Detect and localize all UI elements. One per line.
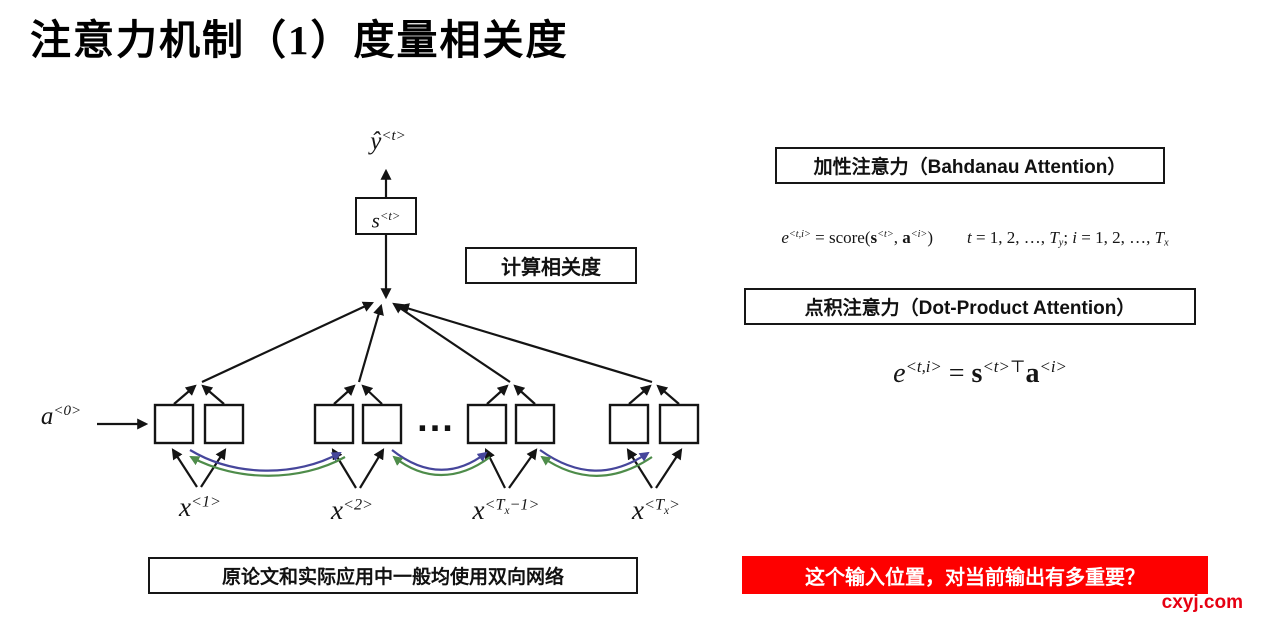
watermark: cxyj.com <box>1161 592 1243 613</box>
rnn-cell <box>153 403 195 445</box>
forward-arrow <box>189 449 342 472</box>
page-title: 注意力机制（1）度量相关度 <box>30 17 569 63</box>
state-box <box>355 197 417 235</box>
importance-question-box: 这个输入位置，对当前输出有多重要？ <box>742 556 1208 594</box>
x-input-label-3: x<Tx−1> <box>472 495 540 525</box>
backward-arrow <box>540 455 653 477</box>
attention-link <box>397 303 653 384</box>
rnn-cell <box>361 403 403 445</box>
rnn-cell <box>608 403 650 445</box>
backward-arrow <box>392 455 491 476</box>
a0-label: a<0> <box>40 403 82 430</box>
cell-output-arrow <box>628 384 652 405</box>
rnn-cell <box>658 403 700 445</box>
input-arrow <box>485 448 506 489</box>
output-label: ŷ<t> <box>370 128 406 155</box>
input-arrow <box>655 448 683 489</box>
state-label: s<t> <box>371 208 401 233</box>
cell-output-arrow <box>513 384 536 405</box>
rnn-cells <box>153 403 700 445</box>
attention-link <box>392 302 511 383</box>
x-input-label-1: x<1> <box>179 492 221 522</box>
rnn-cell <box>514 403 556 445</box>
cell-output-arrow <box>333 384 356 405</box>
attention-link <box>201 301 374 383</box>
dot-product-formula: e<t,i> = s<t>⊤a<i> <box>893 357 1067 390</box>
input-arrow <box>200 448 227 488</box>
input-arrow <box>626 448 653 489</box>
rnn-cell <box>466 403 508 445</box>
cell-output-arrow <box>201 384 225 405</box>
bidirectional-note-box: 原论文和实际应用中一般均使用双向网络 <box>148 557 638 594</box>
dot-product-attention-box: 点积注意力（Dot-Product Attention） <box>744 288 1196 325</box>
ellipsis: ... <box>417 398 455 440</box>
cell-output-arrow <box>173 384 197 405</box>
bidirectional-arrows <box>189 449 653 477</box>
input-arrow <box>171 448 198 488</box>
rnn-cell <box>313 403 355 445</box>
additive-attention-formula: e<t,i> = score(s<t>, a<i>)t = 1, 2, …, T… <box>781 228 1169 249</box>
backward-arrow <box>189 456 346 477</box>
input-arrow <box>359 448 385 489</box>
input-arrow <box>508 448 538 489</box>
cell-output-arrow <box>656 384 680 405</box>
rnn-cell <box>203 403 245 445</box>
forward-arrow <box>539 449 650 472</box>
cell-output-arrow <box>361 384 383 405</box>
cell-output-arrow <box>486 384 509 405</box>
attention-link <box>357 303 384 383</box>
x-input-label-2: x<2> <box>331 495 373 525</box>
x-input-label-4: x<Tx> <box>632 495 680 525</box>
attention-diagram <box>97 168 700 489</box>
compute-relevance-box: 计算相关度 <box>465 247 637 284</box>
additive-attention-box: 加性注意力（Bahdanau Attention） <box>775 147 1165 184</box>
